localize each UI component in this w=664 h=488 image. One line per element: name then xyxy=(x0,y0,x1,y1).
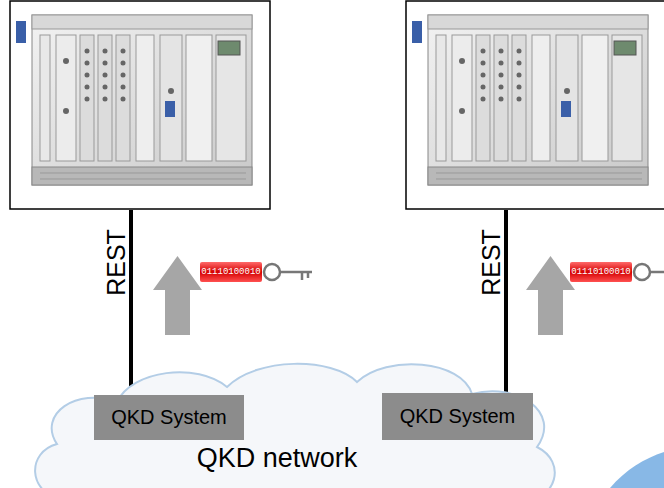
key-bits: 01110100010 xyxy=(201,267,260,277)
key-bits: 01110100010 xyxy=(571,267,630,277)
network-label: QKD network xyxy=(197,443,358,474)
system-label: QKD System xyxy=(400,405,516,428)
system-box: QKD System xyxy=(382,393,533,440)
system-box: QKD System xyxy=(94,395,244,440)
interface-label: REST xyxy=(102,229,131,296)
cloud-shape xyxy=(35,364,555,488)
system-label: QKD System xyxy=(111,406,227,429)
interface-label: REST xyxy=(477,229,506,296)
network-cloud: QKD network QKD System QKD System xyxy=(22,352,562,488)
